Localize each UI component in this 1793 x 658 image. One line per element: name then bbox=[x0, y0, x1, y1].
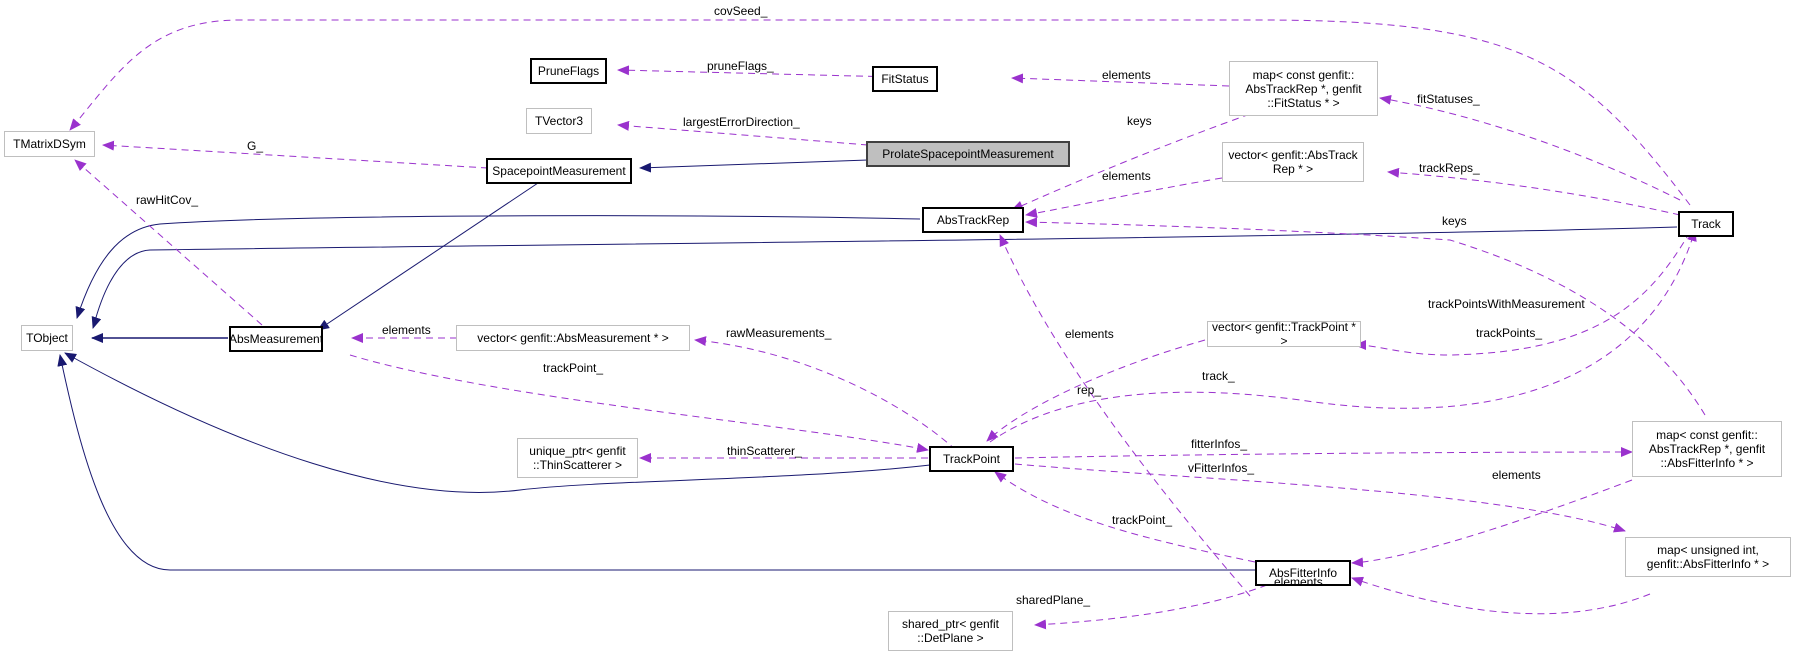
edge-trackpoint-absmeas bbox=[349, 354, 929, 453]
node-prolate: ProlateSpacepointMeasurement bbox=[866, 141, 1070, 167]
label-rawhitcov: rawHitCov_ bbox=[136, 193, 199, 207]
node-vector-absrep: vector< genfit::AbsTrack Rep * > bbox=[1222, 142, 1364, 182]
node-abstrackrep[interactable]: AbsTrackRep bbox=[922, 207, 1024, 233]
edge-G bbox=[102, 140, 489, 169]
node-pruneflags[interactable]: PruneFlags bbox=[530, 58, 607, 84]
edge-fitterinfos bbox=[1014, 447, 1633, 459]
node-map-uint: map< unsigned int, genfit::AbsFitterInfo… bbox=[1625, 537, 1791, 577]
edge-trackpoint-elements bbox=[986, 339, 1206, 442]
label-keys-fitstatus: keys bbox=[1127, 114, 1152, 128]
edge-absfitterinfo-to-tobject bbox=[57, 354, 1255, 571]
edge-keys-fitterinfo bbox=[1025, 217, 1706, 416]
node-vector-absmeas: vector< genfit::AbsMeasurement * > bbox=[456, 325, 690, 351]
edge-absrep-elements bbox=[1025, 177, 1223, 218]
node-vector-trackpoint: vector< genfit::TrackPoint * > bbox=[1207, 320, 1361, 348]
label-trackreps: trackReps_ bbox=[1419, 161, 1480, 175]
edge-fitterinfo-elements bbox=[1351, 479, 1633, 568]
node-absmeasurement[interactable]: AbsMeasurement bbox=[229, 326, 323, 352]
label-trackpoint-absmeas: trackPoint_ bbox=[543, 361, 604, 375]
label-covseed: covSeed_ bbox=[714, 4, 768, 18]
edge-rawmeasurements bbox=[694, 336, 957, 451]
edge-covseed bbox=[69, 19, 1691, 206]
label-trackpoint-elements: elements bbox=[1065, 327, 1114, 341]
edge-track bbox=[989, 229, 1697, 443]
label-uint-elements: elements bbox=[1274, 575, 1323, 589]
label-G: G_ bbox=[247, 139, 264, 153]
edge-prolate-to-spacepoint bbox=[639, 159, 869, 173]
label-fitstatuses: fitStatuses_ bbox=[1417, 92, 1480, 106]
edge-rep bbox=[999, 234, 1251, 597]
node-fitstatus[interactable]: FitStatus bbox=[872, 66, 938, 92]
edge-trackreps bbox=[1387, 167, 1681, 216]
edge-track-to-tobject bbox=[91, 226, 1678, 329]
label-thinscatterer: thinScatterer_ bbox=[727, 444, 802, 458]
edge-trackpoints bbox=[1354, 231, 1691, 356]
label-vfitterinfos: vFitterInfos_ bbox=[1188, 461, 1255, 475]
edge-spacepoint-to-absmeasurement bbox=[317, 182, 539, 331]
label-fitterinfo-elements: elements bbox=[1492, 468, 1541, 482]
label-absmeas-elements: elements bbox=[382, 323, 431, 337]
label-trackpoints-with-meas: trackPointsWithMeasurement bbox=[1428, 297, 1585, 311]
node-tmatrixdsym[interactable]: TMatrixDSym bbox=[4, 131, 95, 157]
node-spacepoint[interactable]: SpacepointMeasurement bbox=[486, 158, 632, 184]
node-absfitterinfo[interactable]: AbsFitterInfo bbox=[1255, 560, 1351, 586]
label-absrep-elements: elements bbox=[1102, 169, 1151, 183]
edge-sharedplane bbox=[1034, 584, 1268, 630]
node-map-fitterinfo: map< const genfit:: AbsTrackRep *, genfi… bbox=[1632, 421, 1782, 477]
label-track: track_ bbox=[1202, 369, 1235, 383]
node-tobject: TObject bbox=[21, 325, 73, 351]
node-trackpoint[interactable]: TrackPoint bbox=[929, 446, 1014, 472]
label-pruneflags: pruneFlags_ bbox=[707, 59, 774, 73]
label-keys-fitterinfo: keys bbox=[1442, 214, 1467, 228]
node-map-fitstatus: map< const genfit:: AbsTrackRep *, genfi… bbox=[1229, 61, 1378, 116]
node-shared-plane: shared_ptr< genfit ::DetPlane > bbox=[888, 611, 1013, 651]
edge-uint-elements bbox=[1351, 576, 1651, 615]
node-tvector3: TVector3 bbox=[526, 108, 592, 134]
label-fitterinfos: fitterInfos_ bbox=[1191, 437, 1248, 451]
label-trackpoint-fi: trackPoint_ bbox=[1112, 513, 1173, 527]
label-rep: rep_ bbox=[1077, 383, 1102, 397]
label-rawmeasurements: rawMeasurements_ bbox=[726, 326, 832, 340]
edge-rawhitcov bbox=[74, 159, 263, 326]
edge-keys-fitstatus bbox=[1011, 113, 1251, 211]
node-track[interactable]: Track bbox=[1678, 211, 1734, 237]
edge-fitstatus-elements bbox=[1011, 73, 1230, 87]
edge-fitstatuses bbox=[1379, 94, 1681, 201]
edge-trackpoint-fi bbox=[994, 471, 1256, 563]
label-trackpoints: trackPoints_ bbox=[1476, 326, 1543, 340]
edge-abstrackrep-to-tobject bbox=[75, 215, 921, 319]
label-sharedplane: sharedPlane_ bbox=[1016, 593, 1091, 607]
node-unique-thin: unique_ptr< genfit ::ThinScatterer > bbox=[517, 438, 638, 478]
edge-vfitterinfos bbox=[1014, 463, 1626, 533]
label-largest-error: largestErrorDirection_ bbox=[683, 115, 800, 129]
label-fitstatus-elements: elements bbox=[1102, 68, 1151, 82]
edge-trackpoint-to-tobject bbox=[64, 352, 931, 493]
edge-largest-error bbox=[617, 120, 869, 146]
